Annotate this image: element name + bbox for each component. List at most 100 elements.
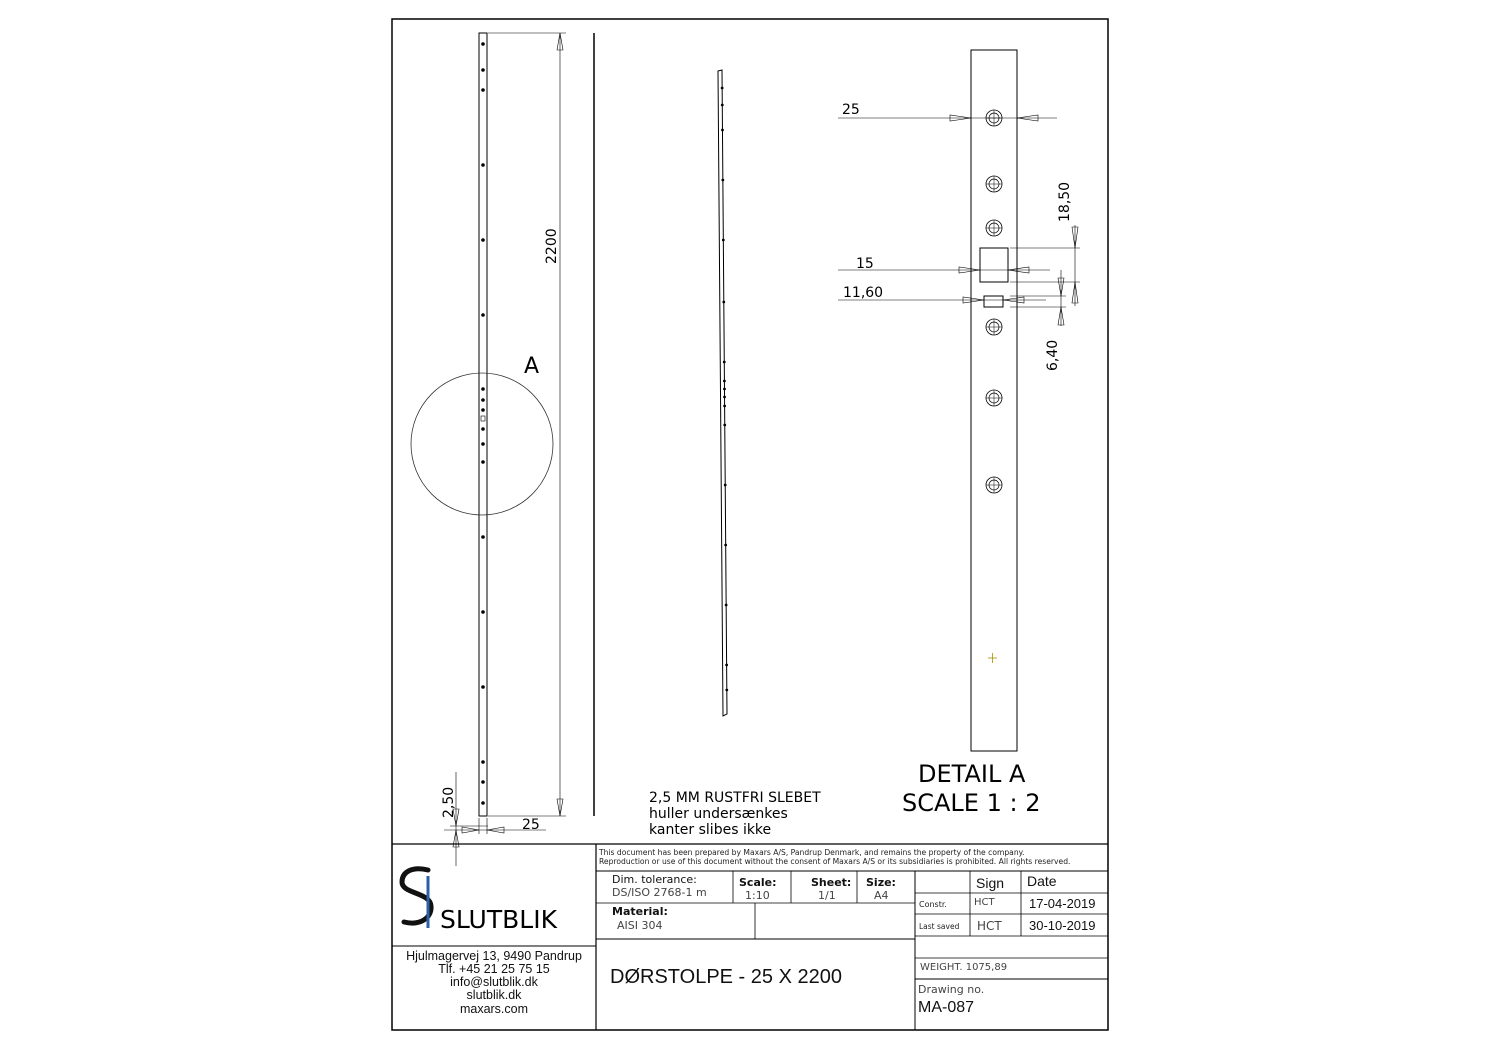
arrow-icon: [461, 826, 480, 834]
material-value: AISI 304: [617, 919, 663, 932]
tolerance-label: Dim. tolerance:: [612, 873, 697, 886]
date-header: Date: [1027, 873, 1057, 889]
hole-mark: [725, 663, 729, 667]
hole-mark: [481, 442, 485, 446]
dim-18-50-text: 18,50: [1057, 182, 1073, 222]
constr-sign: HCT: [974, 897, 995, 908]
arrow-icon: [1057, 306, 1065, 326]
dim-6-40-text: 6,40: [1045, 340, 1061, 371]
hole-mark: [725, 688, 729, 692]
disclaimer-line-2: Reproduction or use of this document wit…: [599, 857, 1071, 866]
title-block-grid: [392, 843, 1108, 1030]
slutblik-logo: SLUTBLIK: [399, 866, 558, 934]
contact-website-2: maxars.com: [459, 1002, 529, 1016]
part-title: DØRSTOLPE - 25 X 2200: [610, 966, 842, 988]
hole-mark: [721, 238, 725, 242]
hole-mark: [481, 88, 485, 92]
tolerance-value: DS/ISO 2768-1 m: [612, 886, 707, 899]
scale-value: 1:10: [745, 889, 770, 902]
weight-value: WEIGHT. 1075,89: [920, 962, 1008, 973]
hole-mark: [481, 535, 485, 539]
hole-mark: [724, 543, 728, 547]
arrow-icon: [962, 296, 985, 304]
dim-11-60-text: 11,60: [843, 285, 883, 301]
arrow-icon: [949, 114, 972, 122]
bar-outline: [478, 32, 488, 817]
hole-mark: [722, 360, 726, 364]
hole-mark: [720, 103, 724, 107]
iso-holes: [720, 86, 729, 692]
dim-25-text: 25: [842, 102, 860, 118]
hole-mark: [721, 128, 724, 132]
saved-label: Last saved: [919, 922, 960, 931]
hole-mark: [481, 427, 485, 431]
saved-sign: HCT: [977, 919, 1002, 933]
note-line-1: 2,5 MM RUSTFRI SLEBET: [649, 790, 821, 806]
hole-mark: [481, 801, 485, 805]
drawing-no: MA-087: [918, 999, 975, 1016]
hole-mark: [723, 404, 726, 408]
dim-thickness-text: 2,50: [441, 787, 457, 818]
hole-mark: [723, 423, 727, 427]
hole-mark: [724, 603, 728, 607]
hole-mark: [723, 395, 726, 399]
hole-mark: [481, 760, 485, 764]
arrow-icon: [556, 798, 564, 817]
hole-mark: [720, 86, 724, 90]
dim-15-text: 15: [856, 256, 874, 272]
hole-mark: [481, 408, 485, 412]
iso-view: [717, 69, 729, 717]
iso-bar-outline: [717, 69, 728, 717]
sheet-value: 1/1: [818, 889, 836, 902]
hole-mark: [721, 178, 725, 182]
hole-mark: [723, 483, 727, 487]
note-line-2: huller undersænkes: [649, 806, 788, 822]
small-slot: [983, 295, 1004, 308]
hole-mark: [481, 238, 485, 242]
front-holes: [480, 42, 486, 805]
hole-mark: [481, 398, 485, 402]
dim-width-text: 25: [522, 817, 540, 833]
size-label: Size:: [866, 876, 896, 889]
logo-text: SLUTBLIK: [440, 905, 558, 934]
drawing-no-label: Drawing no.: [918, 983, 985, 996]
arrow-icon: [1002, 296, 1025, 304]
note-line-3: kanter slibes ikke: [649, 822, 771, 838]
hole-mark: [481, 68, 485, 72]
hole-mark: [481, 387, 485, 391]
hole-mark: [481, 685, 485, 689]
hole-mark: [723, 379, 726, 383]
hole-mark: [723, 387, 726, 391]
scale-label: Scale:: [739, 876, 777, 889]
hole-mark: [481, 163, 485, 167]
detail-title: DETAIL A: [918, 760, 1026, 788]
detail-view: 25 15 11,60 18,50 6,40 DETAIL A SCALE 1 …: [838, 49, 1080, 817]
arrow-icon: [1016, 114, 1039, 122]
arrow-icon: [452, 808, 460, 827]
hole-mark: [481, 42, 485, 46]
detail-scale: SCALE 1 : 2: [902, 789, 1040, 817]
hole-mark: [481, 313, 485, 317]
square-slot: [979, 247, 1009, 283]
contact-phone: Tlf. +45 21 25 75 15: [438, 962, 550, 976]
arrow-icon: [556, 32, 564, 51]
material-label: Material:: [612, 905, 668, 918]
constr-date: 17-04-2019: [1029, 896, 1096, 911]
arrow-icon: [1007, 266, 1030, 274]
arrow-icon: [1071, 281, 1079, 304]
disclaimer-line-1: This document has been prepared by Maxar…: [599, 848, 1025, 857]
detail-holes: [985, 109, 1003, 494]
arrow-icon: [1057, 277, 1065, 297]
front-view: A 2200 25 2,50: [410, 32, 566, 866]
hole-mark: [481, 610, 485, 614]
logo-s-shape: [399, 866, 434, 926]
arrow-icon: [452, 829, 460, 848]
hole-mark: [481, 780, 485, 784]
contact-address: Hjulmagervej 13, 9490 Pandrup: [406, 949, 582, 963]
detail-circle: [410, 372, 554, 516]
arrow-icon: [486, 826, 505, 834]
hole-mark: [481, 460, 485, 464]
slot-mark: [480, 415, 486, 422]
dim-length-text: 2200: [544, 228, 560, 264]
